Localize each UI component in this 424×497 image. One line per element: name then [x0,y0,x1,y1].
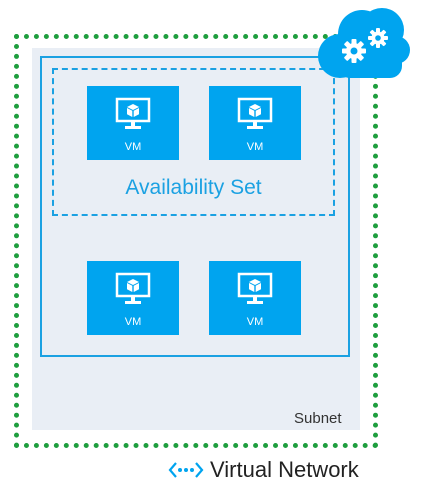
vm-monitor-icon [237,272,273,304]
virtual-network-title: Virtual Network [168,456,359,484]
vm-tile: VM [87,86,179,160]
subnet-label: Subnet [294,410,342,427]
cloud-services-icon [318,8,410,78]
vm-monitor-icon [115,272,151,304]
availability-set-boundary [52,68,335,216]
virtual-network-boundary [14,34,378,448]
vm-tile: VM [209,261,301,335]
vm-label: VM [124,316,142,328]
vm-tile: VM [87,261,179,335]
availability-set-label: Availability Set [125,176,262,199]
vm-monitor-icon [115,97,151,129]
virtual-network-label: Virtual Network [210,457,359,482]
vm-label: VM [246,141,264,153]
vm-tile: VM [209,86,301,160]
vm-label: VM [246,316,264,328]
vm-label: VM [124,141,142,153]
vm-monitor-icon [237,97,273,129]
virtual-network-icon [168,462,204,478]
subnet-boundary [40,56,350,357]
subnet-area [32,48,360,430]
